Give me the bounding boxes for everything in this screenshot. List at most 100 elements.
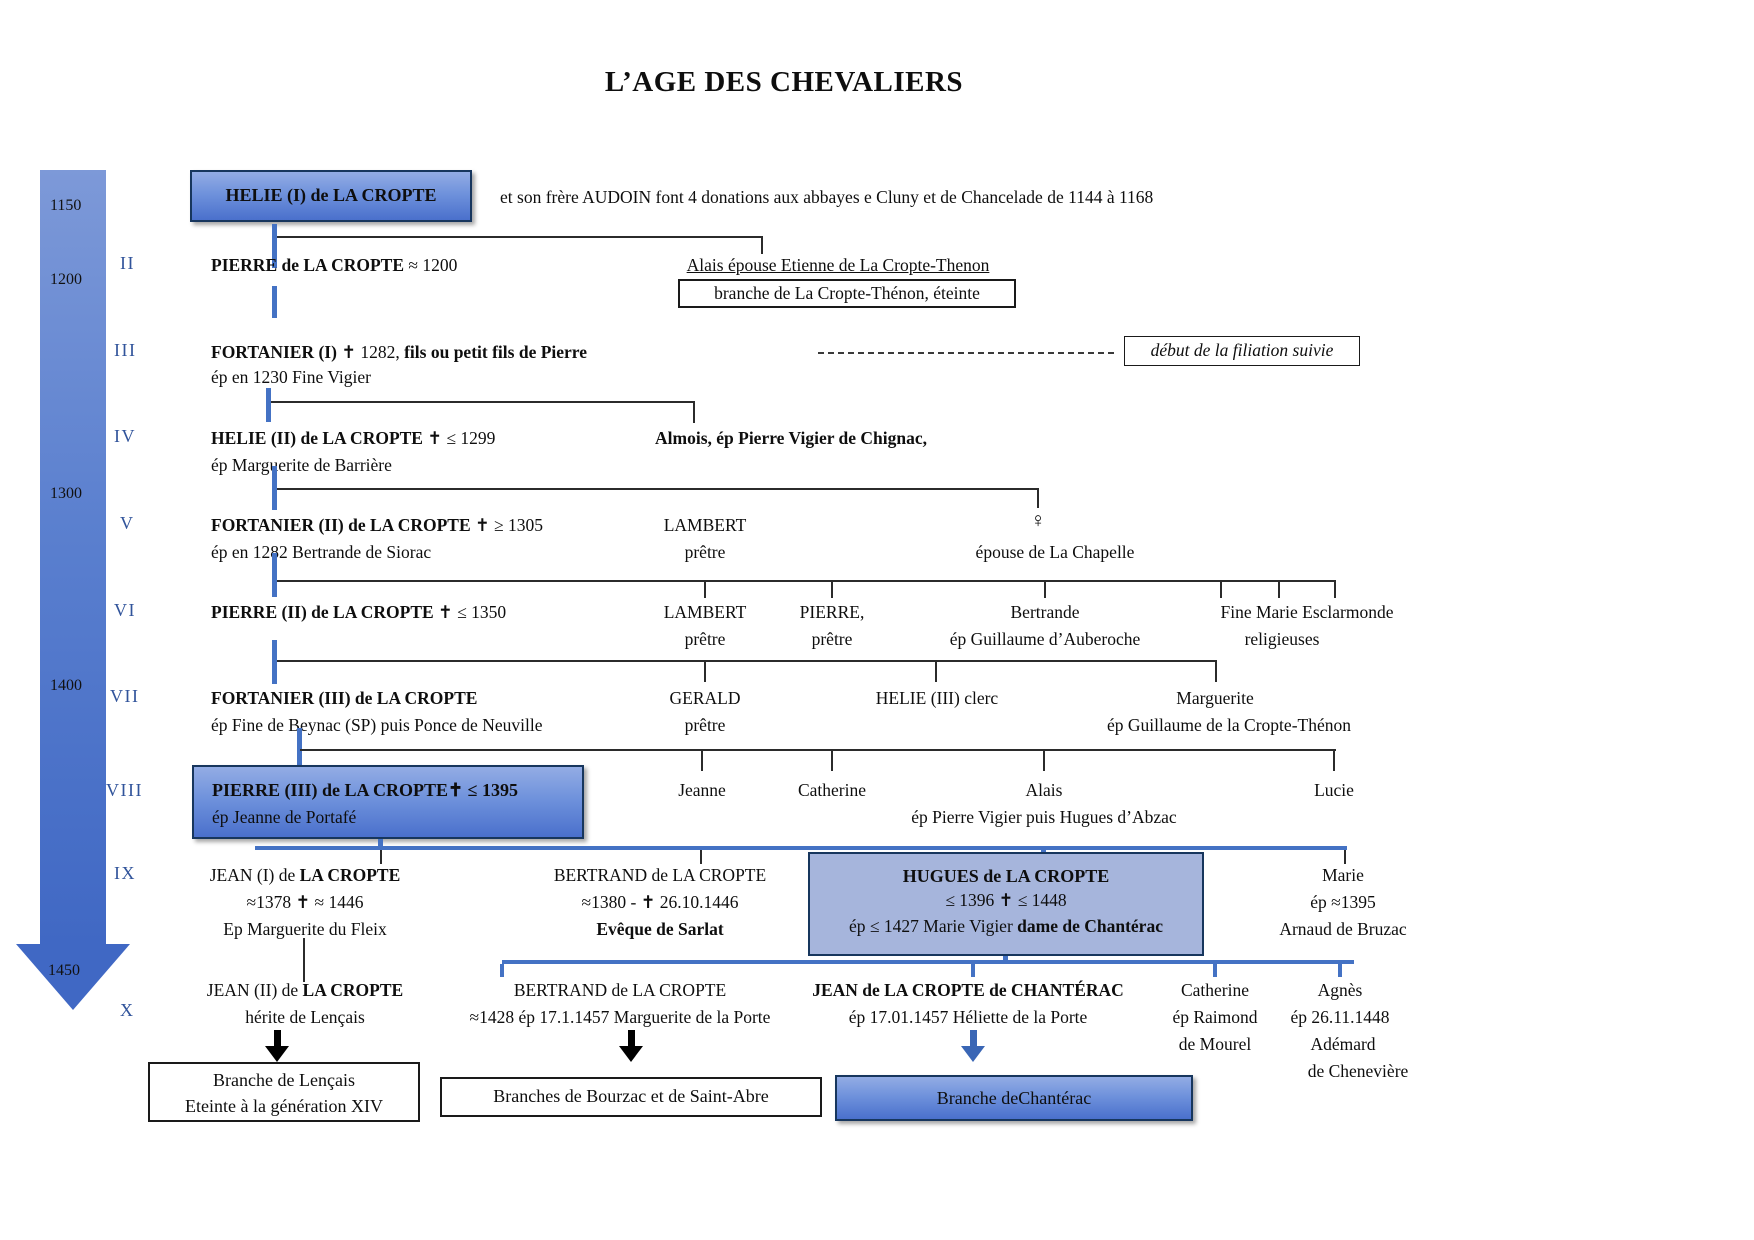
connector-line [272,640,277,684]
filiation-label: début de la filiation suivie [1150,340,1334,360]
timeline-date: 1300 [50,485,82,502]
connector-line [693,401,695,423]
female-symbol-icon: ♀ [1030,508,1046,532]
person-date: ✝ ≤ 1350 [433,602,507,622]
connector-line [277,236,763,238]
connector-line [1334,580,1336,598]
person-role: Evêque de Sarlat [596,919,724,939]
person-dates: ép ≈1395 [1310,892,1376,912]
down-arrow-icon [961,1030,985,1062]
page-title: L’AGE DES CHEVALIERS [604,66,964,98]
person-fortanier-1: FORTANIER (I) ✝ 1282, fils ou petit fils… [211,340,587,364]
node-box-helie-1 [190,170,472,222]
person-spouse: ép 17.01.1457 Héliette de la Porte [848,1007,1088,1027]
connector-line [704,660,706,682]
person-dates: ép 26.11.1448 [1290,1007,1390,1027]
connector-line [1003,956,1008,961]
connector-line [378,839,383,848]
person-spouse: ép en 1230 Fine Vigier [211,367,371,387]
connector-line [266,388,271,422]
connector-line [300,749,1336,751]
annotation-audoin: et son frère AUDOIN font 4 donations aux… [500,187,1154,207]
person-fortanier-3: FORTANIER (III) de LA CROPTE [211,688,478,708]
generation-label-3: III [114,340,137,360]
person-role: religieuses [1244,629,1320,649]
connector-line [971,964,975,977]
node-box-pierre-3 [192,765,584,839]
generation-label-8: VIII [106,780,143,800]
person-role: prêtre [684,715,726,735]
person-lucie: Lucie [1314,780,1354,800]
connector-line [831,749,833,771]
dashed-connector [818,352,1114,354]
connector-line [502,960,1354,964]
generation-label-2: II [120,253,135,273]
connector-line [272,553,277,597]
branch-label: Eteinte à la génération XIV [185,1096,383,1116]
branch-box-bourzac [440,1077,822,1117]
person-role: prêtre [684,542,726,562]
connector-line [701,749,703,771]
connector-line [271,401,695,403]
person-marguerite: Marguerite [1176,688,1254,708]
person-catherine-x: Catherine [1180,980,1250,1000]
down-arrow-icon [619,1030,643,1062]
connector-line [272,224,277,268]
person-jean-2: JEAN (II) de LA CROPTE [206,980,404,1000]
generation-label-4: IV [114,426,136,446]
person-spouse: ép ≤ 1427 Marie Vigier dame de Chantérac [849,916,1163,936]
person-spouse: ép Pierre Vigier puis Hugues d’Abzac [911,807,1177,827]
connector-line [277,488,1039,490]
timeline-arrow-head-icon [16,944,130,1010]
connector-line [277,580,1336,582]
connector-line [272,466,277,510]
person-spouse: de Chenevière [1307,1061,1409,1081]
connector-line [1215,660,1217,682]
connector-line [831,580,833,598]
person-name: HELIE (II) de LA CROPTE [211,428,423,448]
person-date: ✝ 1282, [336,342,405,362]
connector-line [1044,580,1046,598]
connector-line [272,286,277,318]
connector-line [303,938,305,982]
person-spouse: ≈1428 ép 17.1.1457 Marguerite de la Port… [469,1007,771,1027]
branch-label: Branches de Bourzac et de Saint-Abre [493,1086,769,1106]
person-spouse: épouse de La Chapelle [975,542,1135,562]
person-name: HUGUES de LA CROPTE [902,866,1110,886]
person-spouse: ép Jeanne de Portafé [212,807,357,827]
connector-line [700,850,702,864]
person-bertrand-x: BERTRAND de LA CROPTE [513,980,727,1000]
person-spouse: ép Guillaume de la Cropte-Thénon [1107,715,1351,735]
branch-label: Branche deChantérac [936,1088,1092,1108]
connector-line [1344,850,1346,864]
connector-line [1338,964,1342,977]
person-alais: Alais [1025,780,1063,800]
timeline-date: 1200 [50,271,82,288]
person-lambert: LAMBERT [663,515,747,535]
branch-box-lencais [148,1062,420,1122]
generation-label-6: VI [114,600,136,620]
person-spouse: ép en 1282 Bertrande de Siorac [211,542,432,562]
person-almois: Almois, ép Pierre Vigier de Chignac, [655,428,928,448]
branch-label: branche de La Cropte-Thénon, éteinte [714,283,980,303]
branch-box-chanterac [835,1075,1193,1121]
person-dates: ≈1378 ✝ ≈ 1446 [246,892,364,912]
person-name: FORTANIER (I) [211,342,337,362]
person-alais-thenon: Alais épouse Etienne de La Cropte-Thenon [686,255,990,275]
person-fortanier-2: FORTANIER (II) de LA CROPTE ✝ ≥ 1305 [211,513,543,537]
connector-line [935,660,937,682]
person-name: FORTANIER (II) de LA CROPTE [211,515,471,535]
person-spouse: ép Raimond [1172,1007,1258,1027]
person-bertrande: Bertrande [1010,602,1080,622]
generation-label-7: VII [110,686,140,706]
person-name: PIERRE (II) de LA CROPTE [211,602,434,622]
generation-label-9: IX [114,863,136,883]
connector-line [761,236,763,254]
connector-line [277,660,1217,662]
down-arrow-icon [265,1030,289,1062]
timeline-date: 1400 [50,677,82,694]
person-note: fils ou petit fils de Pierre [404,342,588,362]
person-jeanne: Jeanne [678,780,726,800]
connector-line [297,728,302,768]
